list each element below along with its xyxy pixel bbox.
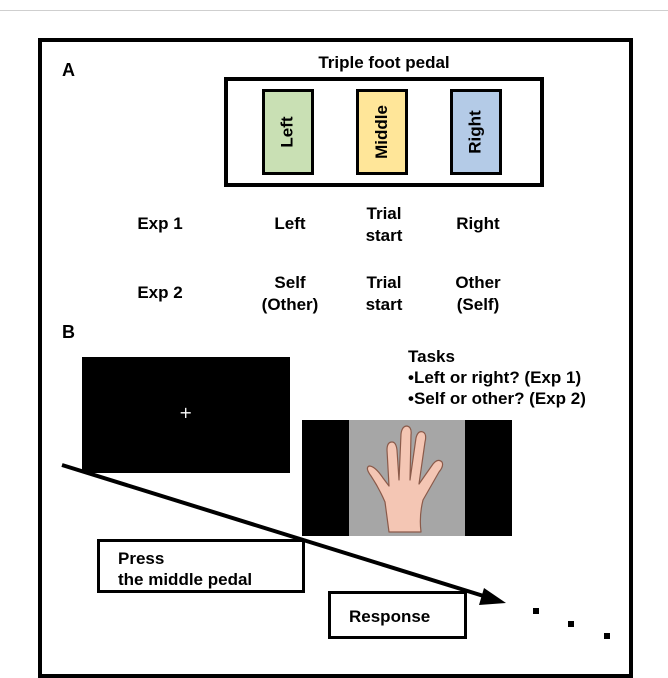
ellipsis-dot-3 (604, 633, 610, 639)
exp1-right: Right (456, 214, 500, 233)
hand-image-area (349, 420, 465, 536)
press-line2: the middle pedal (118, 570, 253, 589)
exp1-label: Exp 1 (137, 214, 183, 233)
exp2-left-line1: Self (274, 273, 306, 292)
ellipsis-dot-2 (568, 621, 574, 627)
panel-a-letter: A (62, 60, 75, 80)
pedal-middle: Middle (356, 89, 408, 175)
fixation-cross: + (179, 403, 193, 422)
response-box: Response (328, 591, 467, 639)
exp2-right-line2: (Self) (456, 295, 500, 314)
press-line1: Press (118, 549, 165, 568)
exp1-middle-line1: Trial (366, 204, 402, 223)
press-middle-pedal-box: Press the middle pedal (97, 539, 305, 593)
exp2-middle: Trial start (334, 272, 434, 316)
exp2-right-line1: Other (455, 273, 501, 292)
response-label: Response (349, 607, 431, 626)
exp1-middle: Trial start (334, 203, 434, 247)
hand-image (366, 425, 444, 533)
tasks-title: Tasks (408, 347, 455, 366)
exp2-label: Exp 2 (137, 283, 183, 302)
hand-screen (302, 420, 512, 536)
panel-b-letter: B (62, 322, 75, 342)
task-item-1: •Left or right? (Exp 1) (408, 368, 582, 387)
exp1-left: Left (274, 214, 306, 233)
triple-foot-pedal: Left Middle Right (224, 77, 544, 187)
exp2-middle-line2: start (365, 295, 403, 314)
exp2-left: Self (Other) (240, 272, 340, 316)
timeline-arrow (61, 463, 506, 605)
pedal-left: Left (262, 89, 314, 175)
exp2-middle-line1: Trial (366, 273, 402, 292)
fixation-screen: + (82, 357, 290, 473)
top-rule (0, 10, 668, 11)
pedal-title: Triple foot pedal (318, 53, 450, 72)
exp1-middle-line2: start (365, 226, 403, 245)
task-item-2: •Self or other? (Exp 2) (408, 389, 586, 408)
tasks-block: Tasks •Left or right? (Exp 1) •Self or o… (408, 346, 586, 409)
exp2-left-line2: (Other) (261, 295, 319, 314)
pedal-right: Right (450, 89, 502, 175)
ellipsis-dot-1 (533, 608, 539, 614)
exp2-right: Other (Self) (428, 272, 528, 316)
